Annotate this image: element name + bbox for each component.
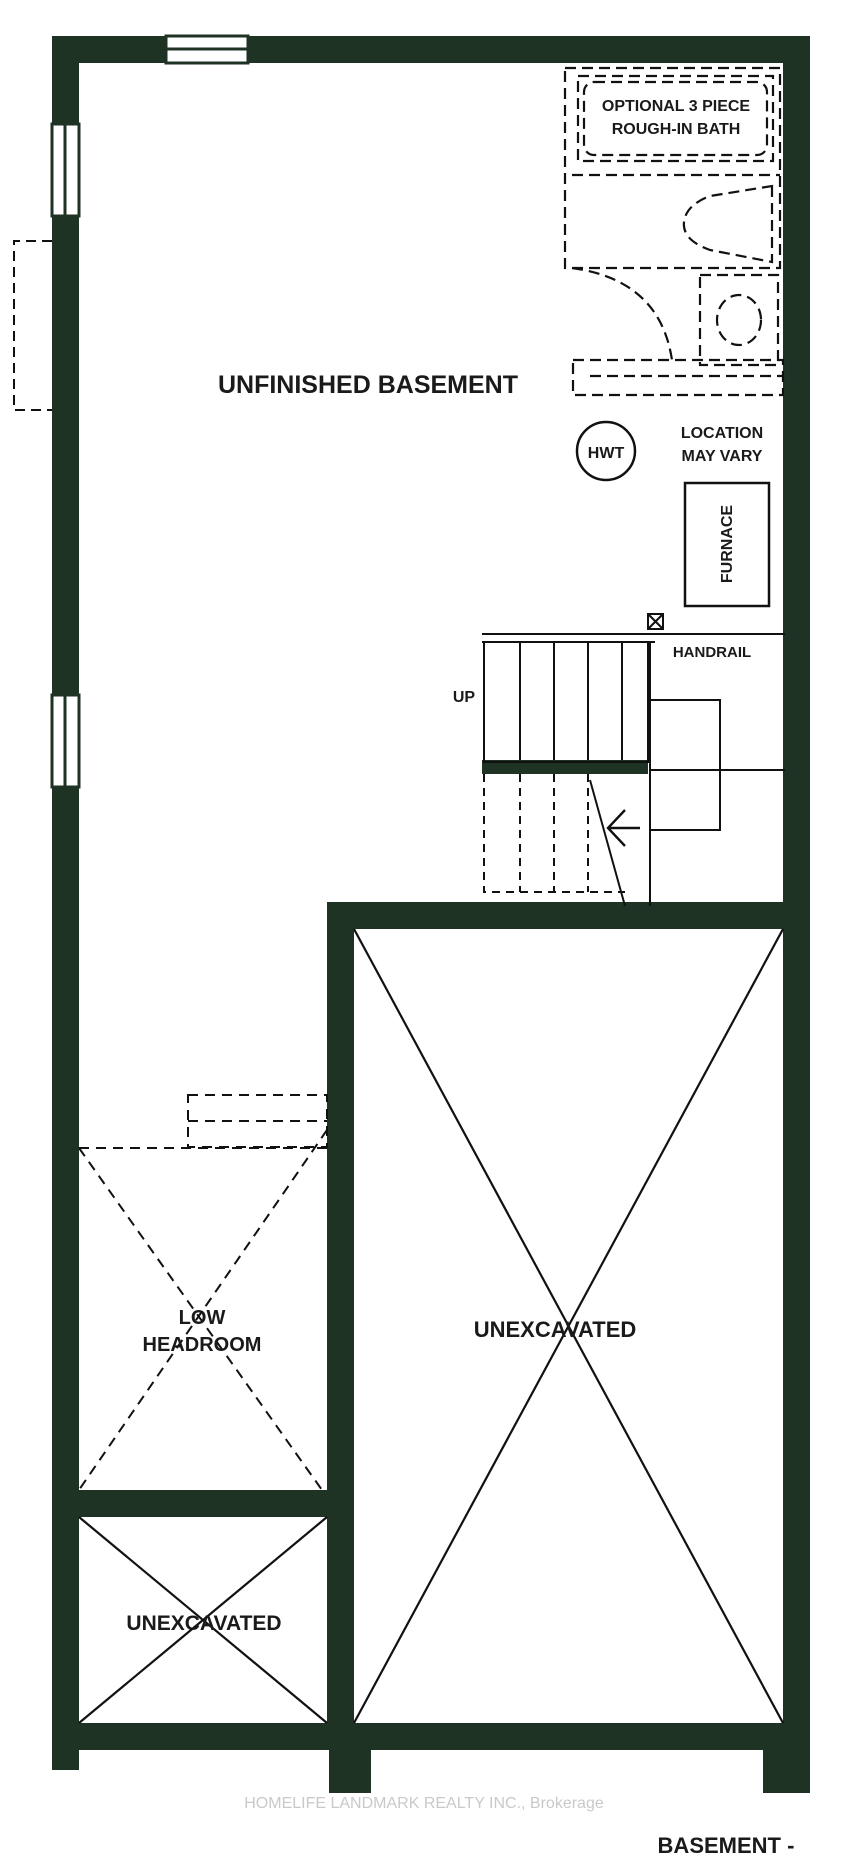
wall-left xyxy=(52,36,79,1770)
garage-diag-2 xyxy=(353,928,784,1724)
label-headroom: HEADROOM xyxy=(143,1334,262,1356)
bath-room-outline xyxy=(563,66,782,270)
wall-cold-room-top xyxy=(52,1490,354,1517)
shower-drain xyxy=(715,293,763,347)
label-optional-bath-1: OPTIONAL 3 PIECE xyxy=(602,98,751,115)
stair-lower-tread xyxy=(589,779,626,907)
optional-bath xyxy=(563,66,785,397)
labels: UNFINISHED BASEMENT OPTIONAL 3 PIECE ROU… xyxy=(126,98,794,1858)
wall-stair-landing xyxy=(482,760,648,774)
window-top xyxy=(164,34,250,65)
bath-wall-base xyxy=(571,358,785,397)
interior-walls xyxy=(52,760,810,1750)
furnace xyxy=(683,481,771,608)
shower-stall xyxy=(698,273,780,367)
unexcavated-garage-x xyxy=(353,928,784,1724)
stair-flight-lower xyxy=(483,774,625,893)
windows xyxy=(50,34,250,789)
headroom-diag-2 xyxy=(78,1129,328,1491)
stair-arrow xyxy=(606,809,640,847)
small-diag-2 xyxy=(78,1516,328,1724)
floor-title: BASEMENT - xyxy=(658,1833,795,1858)
label-optional-bath-2: ROUGH-IN BATH xyxy=(612,121,741,138)
unexcavated-small-x xyxy=(78,1516,328,1724)
wall-foot-right xyxy=(763,1723,810,1793)
stair-flight-upper xyxy=(483,641,649,763)
bathtub-inner xyxy=(582,80,769,157)
headroom-diag-1 xyxy=(78,1147,323,1491)
label-unexcavated-small: UNEXCAVATED xyxy=(126,1612,281,1635)
label-up: UP xyxy=(453,689,476,706)
wall-garage-top xyxy=(327,902,810,929)
stair-winder xyxy=(650,699,721,831)
label-location-1: LOCATION xyxy=(681,425,763,442)
handrail-post xyxy=(647,613,664,630)
low-headroom-area xyxy=(78,1094,328,1491)
bath-door-swing xyxy=(571,266,674,361)
bathtub xyxy=(576,74,775,163)
wall-bottom-right xyxy=(329,1723,810,1750)
label-hwt: HWT xyxy=(588,445,625,462)
wall-garage-left xyxy=(327,902,354,1750)
toilet xyxy=(682,184,774,264)
stairs-below xyxy=(483,774,625,893)
window-left-lower xyxy=(50,693,81,789)
handrail-post-x2 xyxy=(647,613,664,630)
label-location-2: MAY VARY xyxy=(682,448,763,465)
label-furnace: FURNACE xyxy=(719,505,736,584)
label-handrail: HANDRAIL xyxy=(673,644,751,661)
stairs xyxy=(482,613,785,907)
label-unfinished-basement: UNFINISHED BASEMENT xyxy=(218,371,518,399)
hot-water-tank xyxy=(575,420,637,482)
window-left-upper xyxy=(50,122,81,218)
label-unexcavated-large: UNEXCAVATED xyxy=(474,1317,637,1342)
label-low: LOW xyxy=(179,1307,226,1329)
watermark: HOMELIFE LANDMARK REALTY INC., Brokerage xyxy=(244,1795,604,1812)
wall-bottom-left xyxy=(52,1723,371,1750)
window-well xyxy=(13,240,52,411)
